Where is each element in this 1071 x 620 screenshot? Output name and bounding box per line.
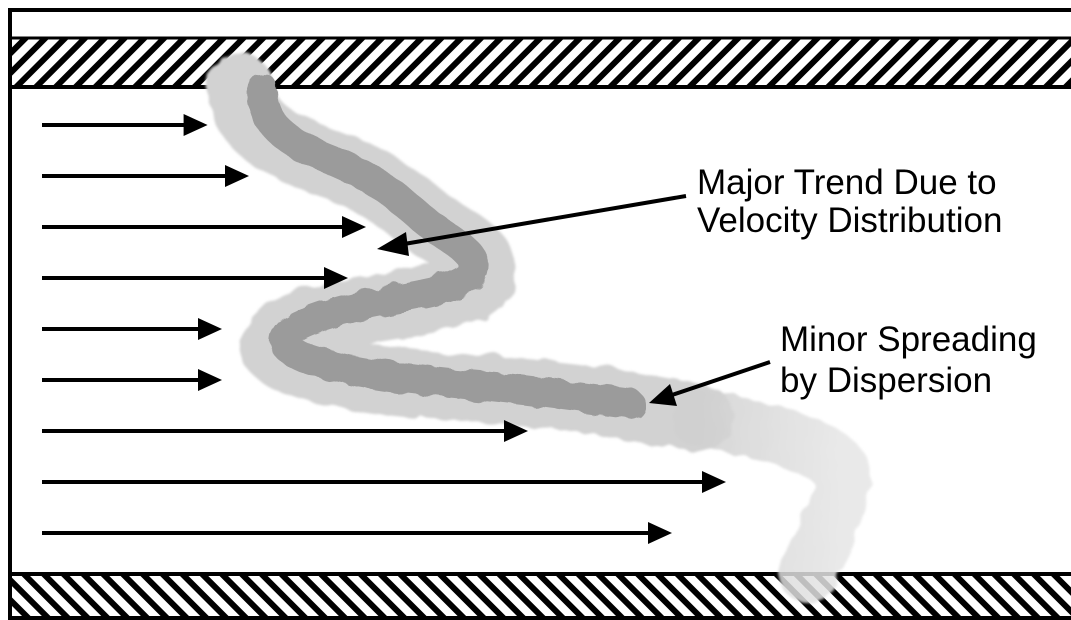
velocity-arrow bbox=[42, 471, 726, 493]
velocity-arrow bbox=[42, 267, 348, 289]
velocity-arrow bbox=[42, 522, 672, 544]
velocity-arrow bbox=[42, 114, 208, 136]
velocity-arrows bbox=[42, 114, 726, 544]
bottom-wall-hatching bbox=[12, 575, 1071, 620]
velocity-arrow bbox=[42, 165, 249, 187]
plume-core bbox=[247, 73, 645, 419]
top-wall-hatching bbox=[12, 39, 1071, 86]
major-trend-label-line1: Major Trend Due to bbox=[697, 163, 997, 202]
velocity-arrow bbox=[42, 369, 222, 391]
channel-frame bbox=[8, 8, 1071, 620]
velocity-arrow bbox=[42, 216, 366, 238]
minor-spreading-label-line2: by Dispersion bbox=[780, 361, 992, 400]
minor-spreading-label-line1: Minor Spreading bbox=[780, 320, 1037, 359]
major-trend-label-line2: Velocity Distribution bbox=[697, 201, 1002, 240]
velocity-arrow bbox=[42, 420, 528, 442]
minor-spreading-leader bbox=[649, 360, 771, 406]
major-trend-leader bbox=[377, 194, 687, 256]
velocity-arrow bbox=[42, 318, 222, 340]
